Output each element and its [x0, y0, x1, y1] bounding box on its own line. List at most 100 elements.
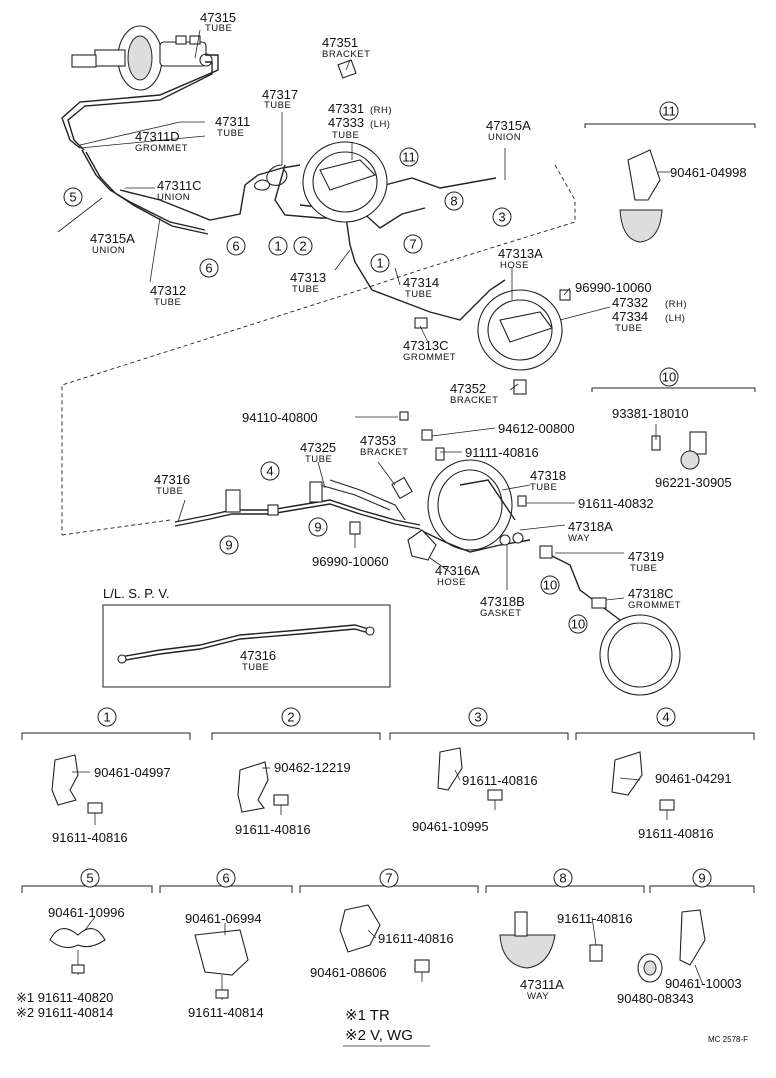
detail-5-clamp	[49, 928, 106, 975]
label-47312-sub: TUBE	[154, 297, 181, 308]
detail-group-labels: 1 2 3 4 5 6 7 8 9 90461-04997 91611-4081…	[16, 707, 742, 1020]
rear-brake-assembly	[174, 411, 681, 696]
label-93381: 93381-18010	[612, 406, 689, 421]
label-47331-rh: (RH)	[370, 105, 392, 116]
detail-8-part-c: WAY	[527, 991, 549, 1002]
svg-text:5: 5	[86, 871, 93, 886]
label-47318B: 47318B	[480, 594, 525, 609]
label-47318C-sub: GROMMET	[628, 600, 681, 611]
detail-5-part-b: ※1 91611-40820	[16, 990, 113, 1005]
svg-text:11: 11	[662, 104, 676, 119]
detail-7-clamp	[339, 904, 430, 982]
label-47353-sub: BRACKET	[360, 447, 408, 458]
label-47315A-top-sub: UNION	[488, 132, 521, 143]
label-94110: 94110-40800	[242, 410, 318, 425]
label-47315A-left-sub: UNION	[92, 245, 125, 256]
svg-text:10: 10	[662, 370, 676, 385]
detail-4-part-a: 90461-04291	[655, 771, 732, 786]
detail-1-clamp	[51, 754, 103, 825]
svg-text:4: 4	[266, 464, 273, 479]
detail-5-part-a: 90461-10996	[48, 905, 125, 920]
detail-group-4-num: 4	[656, 707, 676, 727]
label-47316-top-sub: TUBE	[156, 486, 183, 497]
callout-circles: 5 6 6 1 2 11 8 3 7 1 11 10 4 9 9 10 10	[63, 101, 679, 634]
callout-11b: 11	[659, 101, 679, 121]
detail-4-clamp	[611, 751, 675, 820]
label-47353: 47353	[360, 433, 396, 448]
svg-text:3: 3	[498, 210, 505, 225]
detail-1-part-a: 90461-04997	[94, 765, 171, 780]
detail-9-part-a: 90461-10003	[665, 976, 742, 991]
detail-5-part-c: ※2 91611-40814	[16, 1005, 113, 1020]
svg-text:2: 2	[299, 239, 306, 254]
svg-text:5: 5	[69, 190, 76, 205]
note-1: ※1 TR	[345, 1007, 390, 1024]
detail-3-clamp	[437, 747, 503, 810]
label-47313A-sub: HOSE	[500, 260, 529, 271]
note-2: ※2 V, WG	[345, 1027, 413, 1044]
label-47313: 47313	[290, 270, 326, 285]
label-47313-sub: TUBE	[292, 284, 319, 295]
label-47333-lh: (LH)	[370, 119, 390, 130]
label-47334-lh: (LH)	[665, 313, 685, 324]
label-47332: 47332	[612, 295, 648, 310]
callout-1a: 1	[268, 236, 288, 256]
detail-10	[591, 387, 756, 470]
label-47311C-sub: UNION	[157, 192, 190, 203]
callout-5: 5	[63, 187, 83, 207]
svg-text:8: 8	[450, 194, 457, 209]
notes: ※1 TR ※2 V, WG	[343, 1007, 430, 1047]
lspv-box	[102, 604, 391, 688]
label-47316-top: 47316	[154, 472, 190, 487]
label-47316A-sub: HOSE	[437, 577, 466, 588]
callout-7: 7	[403, 234, 423, 254]
label-47315-sub: TUBE	[205, 23, 232, 34]
label-47325: 47325	[300, 440, 336, 455]
svg-text:6: 6	[222, 871, 229, 886]
label-47318A: 47318A	[568, 519, 613, 534]
detail-8-way	[499, 911, 603, 969]
svg-text:6: 6	[232, 239, 239, 254]
label-47314-sub: TUBE	[405, 289, 432, 300]
label-47316A: 47316A	[435, 563, 480, 578]
label-47313A: 47313A	[498, 246, 543, 261]
callout-10a: 10	[659, 367, 679, 387]
detail-9-clamp	[637, 909, 706, 983]
label-90461-04998: 90461-04998	[670, 165, 747, 180]
svg-text:10: 10	[543, 578, 557, 593]
label-47351: 47351	[322, 35, 358, 50]
label-47318: 47318	[530, 468, 566, 483]
detail-3-part-b: 90461-10995	[412, 819, 489, 834]
label-47352: 47352	[450, 381, 486, 396]
label-47319: 47319	[628, 549, 664, 564]
callout-8: 8	[444, 191, 464, 211]
detail-group-3-num: 3	[468, 707, 488, 727]
detail-7-part-a: 91611-40816	[378, 931, 454, 946]
callout-10c: 10	[568, 614, 588, 634]
callout-6b: 6	[199, 258, 219, 278]
detail-group-5-num: 5	[80, 868, 100, 888]
detail-6-clamp	[194, 929, 249, 1000]
detail-group-6-num: 6	[216, 868, 236, 888]
callout-6a: 6	[226, 236, 246, 256]
leader-lines	[57, 29, 704, 986]
detail-6-part-b: 91611-40814	[188, 1005, 264, 1020]
callout-11a: 11	[399, 147, 419, 167]
detail-7-part-b: 90461-08606	[310, 965, 387, 980]
label-47311D: 47311D	[135, 129, 180, 144]
label-47315: 47315	[200, 10, 236, 25]
lspv-title: L/L. S. P. V.	[103, 586, 170, 601]
label-47316-lspv: 47316	[240, 648, 276, 663]
label-47314: 47314	[403, 275, 439, 290]
svg-text:4: 4	[662, 710, 669, 725]
label-96990-top: 96990-10060	[575, 280, 652, 295]
label-91611-40832: 91611-40832	[578, 496, 654, 511]
front-brake-drum-upper	[302, 59, 388, 223]
detail-3-part-a: 91611-40816	[462, 773, 538, 788]
callout-9b: 9	[308, 517, 328, 537]
label-47333-sub: TUBE	[332, 130, 359, 141]
label-47315A-left: 47315A	[90, 231, 135, 246]
label-47312: 47312	[150, 283, 186, 298]
callout-2: 2	[293, 236, 313, 256]
